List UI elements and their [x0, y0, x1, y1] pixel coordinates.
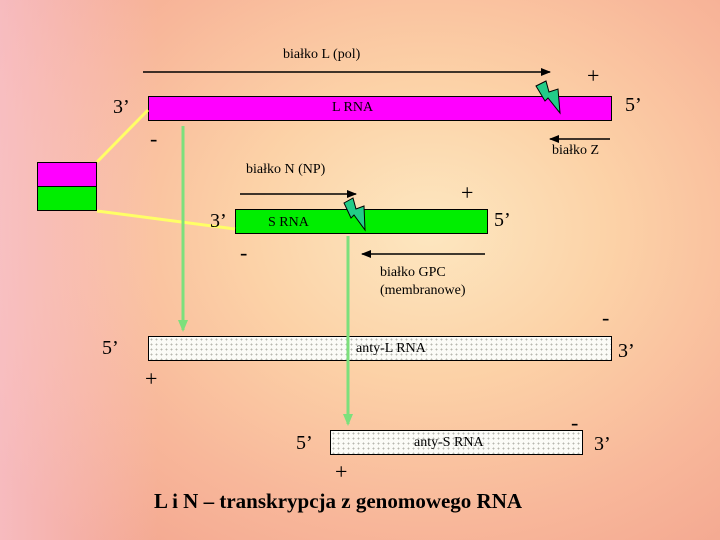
lightning-hairpin-icon	[535, 80, 561, 115]
antiL-minus-sign: -	[602, 305, 610, 330]
legend-L-connector	[95, 108, 150, 164]
protein-Z-label: białko Z	[552, 143, 600, 158]
legend-S-connector	[96, 209, 236, 231]
L-3prime-end: 3’	[113, 96, 130, 118]
antiS-5prime-end: 5’	[296, 432, 313, 454]
L-5prime-end: 5’	[625, 94, 642, 116]
antiS-plus-sign: +	[335, 459, 348, 484]
antiS-3prime-end: 3’	[594, 433, 611, 455]
L-plus-sign: +	[587, 63, 600, 88]
protein-GPC-sublabel: (membranowe)	[380, 283, 466, 298]
diagram-title: L i N – transkrypcja z genomowego RNA	[154, 489, 523, 513]
L-minus-sign: -	[150, 126, 158, 151]
antiL-plus-sign: +	[145, 366, 158, 391]
S-plus-sign: +	[461, 180, 474, 205]
anti-S-RNA-bar	[330, 430, 583, 455]
S-RNA-label: S RNA	[268, 215, 309, 230]
legend-S-box	[37, 186, 97, 211]
antiS-minus-sign: -	[571, 410, 579, 435]
S-3prime-end: 3’	[210, 210, 227, 232]
protein-GPC-label: białko GPC	[380, 265, 446, 280]
antiL-3prime-end: 3’	[618, 340, 635, 362]
L-RNA-bar	[148, 96, 612, 121]
anti-L-RNA-label: anty-L RNA	[356, 341, 426, 356]
lightning-hairpin-icon	[343, 197, 366, 232]
L-RNA-label: L RNA	[332, 100, 374, 115]
antiL-5prime-end: 5’	[102, 337, 119, 359]
protein-N-label: białko N (NP)	[246, 162, 326, 177]
anti-S-RNA-label: anty-S RNA	[414, 435, 484, 450]
S-minus-sign: -	[240, 240, 248, 265]
S-5prime-end: 5’	[494, 209, 511, 231]
protein-L-label: białko L (pol)	[283, 47, 361, 62]
anti-L-RNA-bar	[148, 336, 612, 361]
